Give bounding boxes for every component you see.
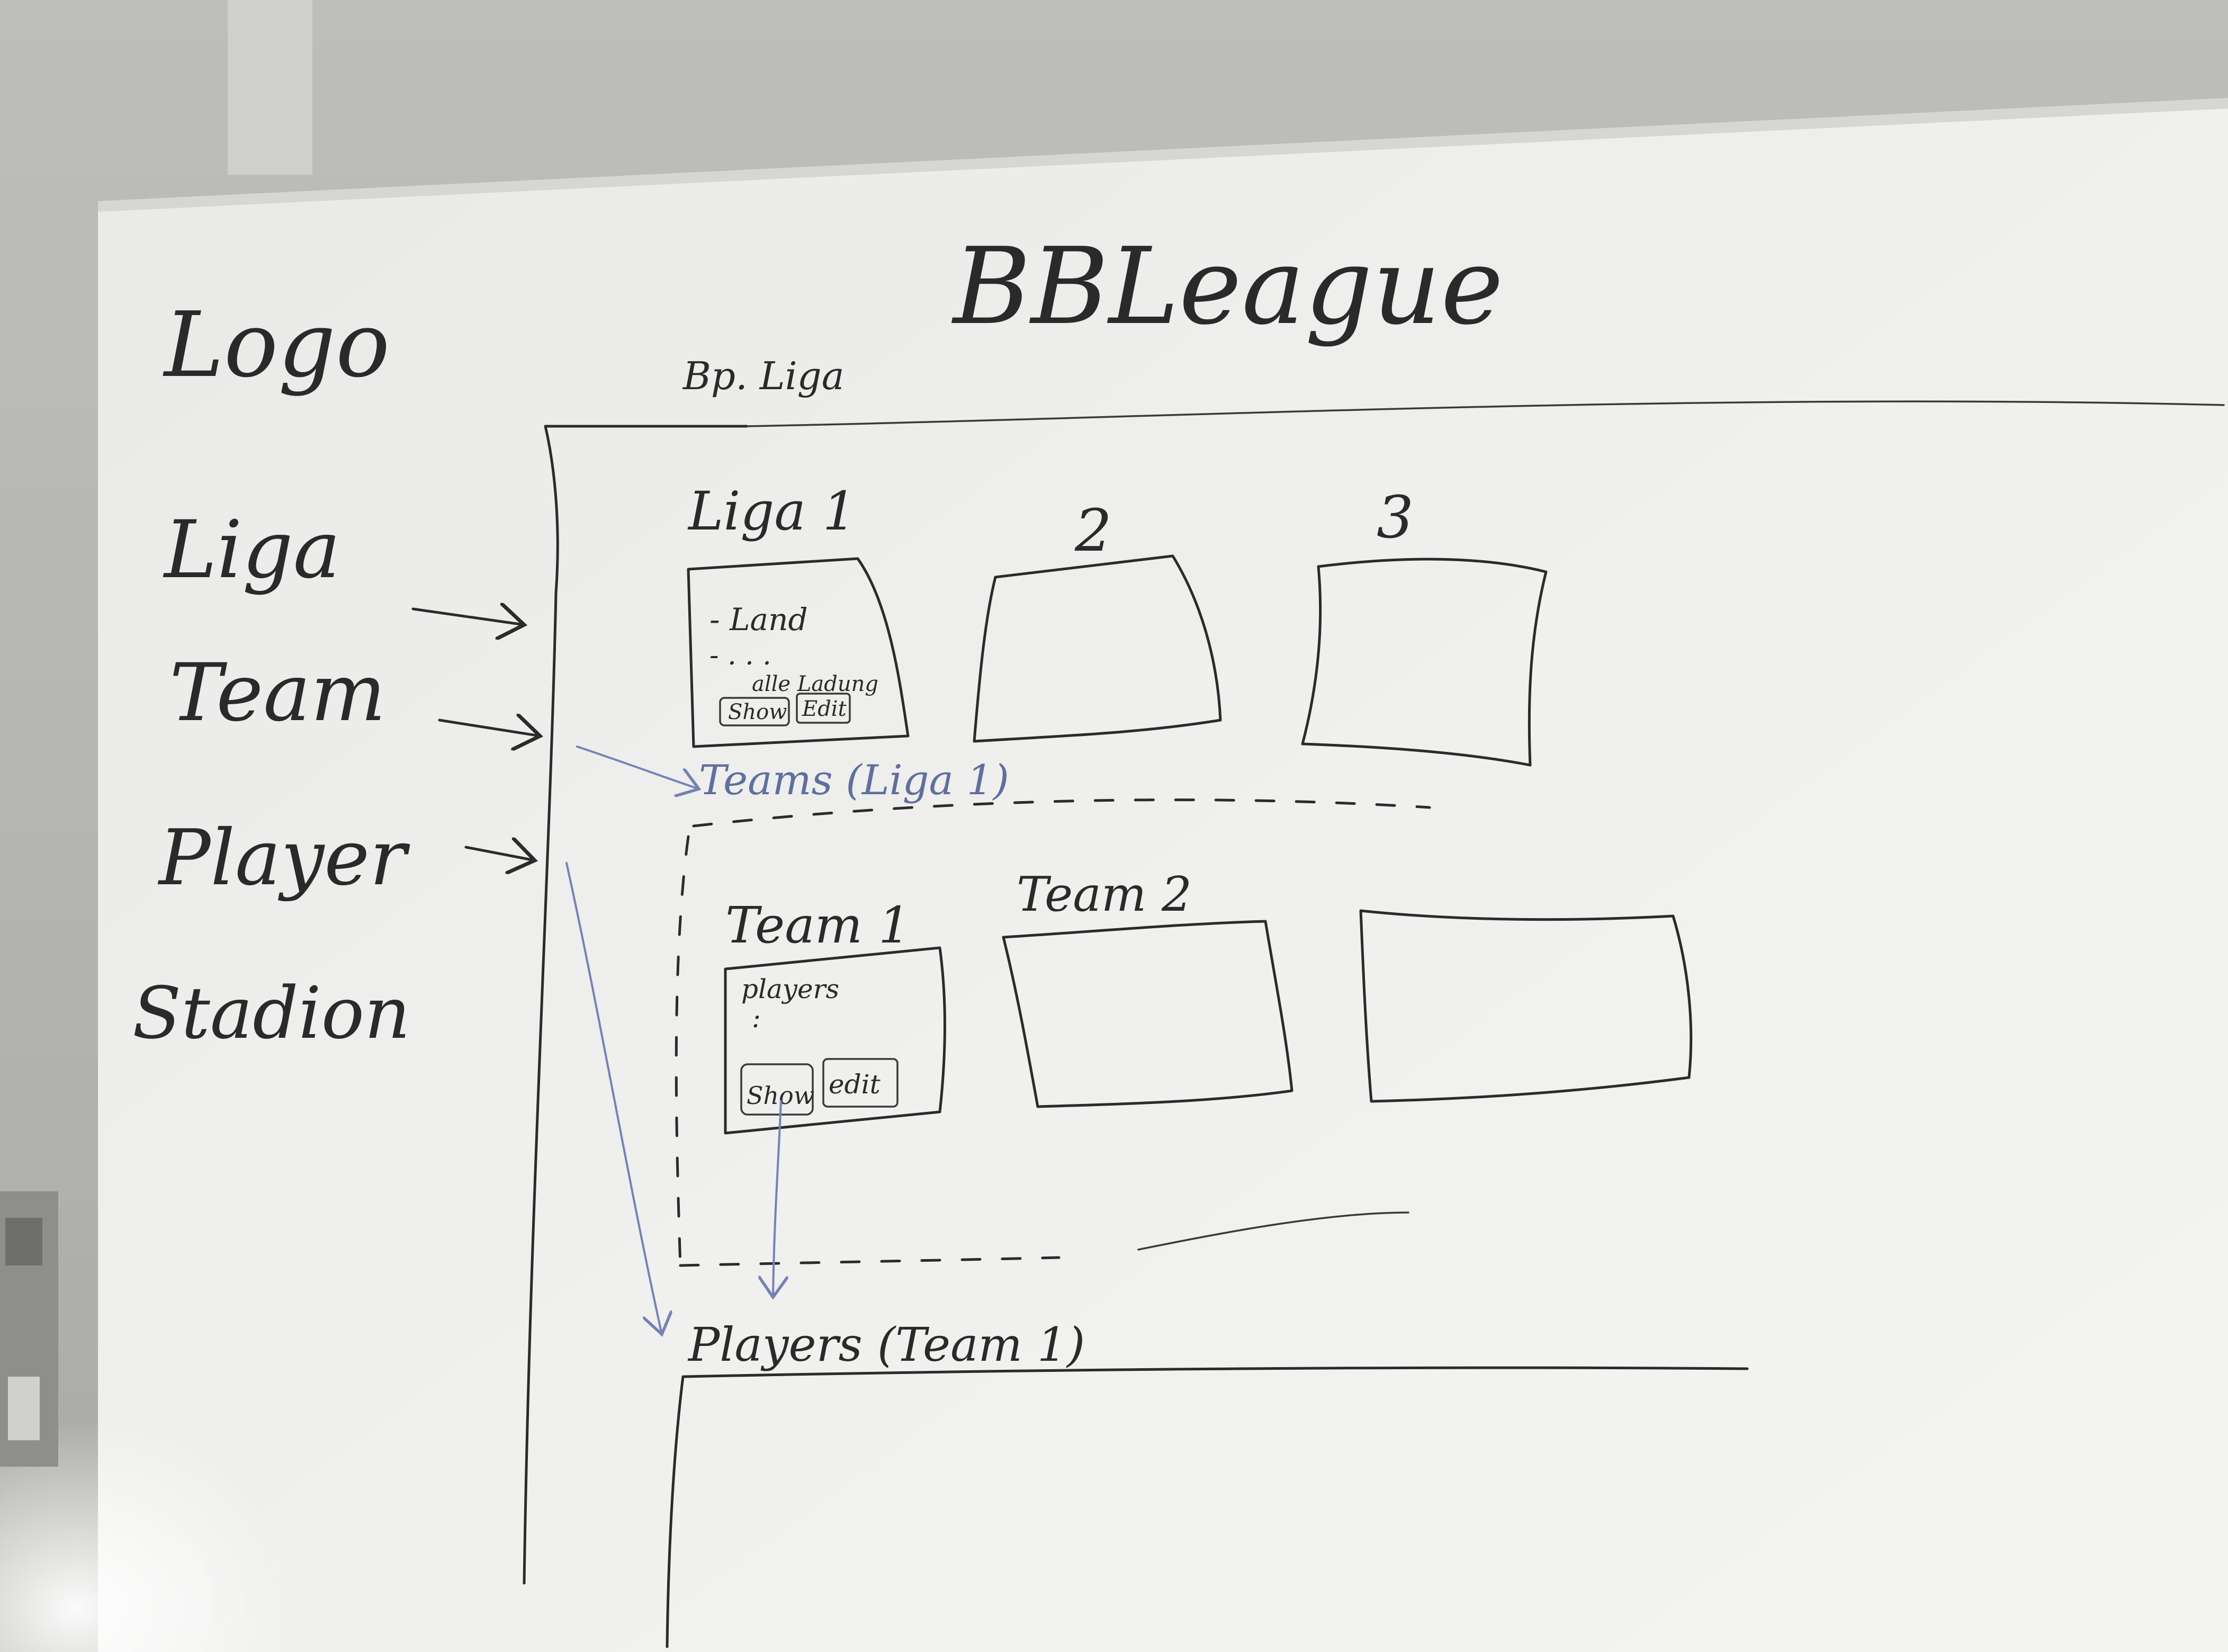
league-card-2 — [973, 554, 1222, 743]
league-label-3: 3 — [1377, 483, 1414, 551]
team-show-button[interactable] — [740, 1063, 814, 1116]
board-subtitle: Bp. Liga — [682, 354, 845, 398]
leagues-section: Liga 1 2 3 - Land - . . . alle Ladung Sh… — [687, 480, 1548, 767]
team-card-2 — [1002, 920, 1293, 1108]
nav-list: Logo Liga Team Player Stadion — [132, 293, 699, 1334]
arrow-team-blue — [576, 746, 699, 789]
arrow-player — [464, 847, 535, 860]
team-label-1: Team 1 — [725, 896, 911, 955]
league-label-2: 2 — [1074, 497, 1112, 564]
league-card-line-2: - . . . — [709, 640, 771, 671]
team-label-2: Team 2 — [1017, 867, 1192, 922]
nav-team: Team — [169, 647, 386, 739]
teams-section: Teams (Liga 1) Team 1 Team 2 players : S… — [675, 757, 1693, 1297]
league-card-line-1: - Land — [709, 601, 808, 638]
league-show-button[interactable] — [719, 697, 790, 726]
players-frame — [666, 1366, 1749, 1648]
arrow-team — [438, 720, 540, 736]
board-title: BBLeague — [951, 225, 1504, 348]
league-card-line-3: alle Ladung — [752, 672, 878, 696]
arrow-show-to-players — [773, 1100, 781, 1297]
nav-logo: Logo — [163, 293, 390, 398]
team-card-1 — [724, 946, 946, 1135]
team-edit-label: edit — [829, 1069, 881, 1100]
nav-player: Player — [157, 813, 410, 903]
nav-liga: Liga — [163, 504, 340, 596]
teams-heading: Teams (Liga 1) — [699, 757, 1009, 804]
players-section: Players (Team 1) — [666, 1317, 1749, 1648]
wall-frame-strip — [228, 0, 312, 175]
team-card-3 — [1359, 909, 1693, 1103]
players-heading: Players (Team 1) — [687, 1317, 1085, 1372]
league-card-3 — [1301, 558, 1548, 767]
league-card-1 — [687, 557, 910, 748]
teams-dashed-bottom — [679, 1256, 1061, 1267]
teams-dashed-left — [675, 835, 690, 1267]
team-card-line-2: : — [752, 1003, 761, 1034]
content-frame — [523, 425, 748, 1585]
arrow-liga — [411, 609, 524, 625]
team-edit-button[interactable] — [822, 1058, 899, 1108]
league-edit-label: Edit — [802, 697, 847, 721]
nav-stadion: Stadion — [132, 972, 410, 1055]
league-show-label: Show — [728, 700, 787, 724]
team-card-line-1: players — [741, 974, 839, 1004]
arrow-player-blue — [565, 862, 662, 1334]
league-edit-button[interactable] — [796, 693, 851, 724]
league-label-1: Liga 1 — [687, 480, 856, 542]
